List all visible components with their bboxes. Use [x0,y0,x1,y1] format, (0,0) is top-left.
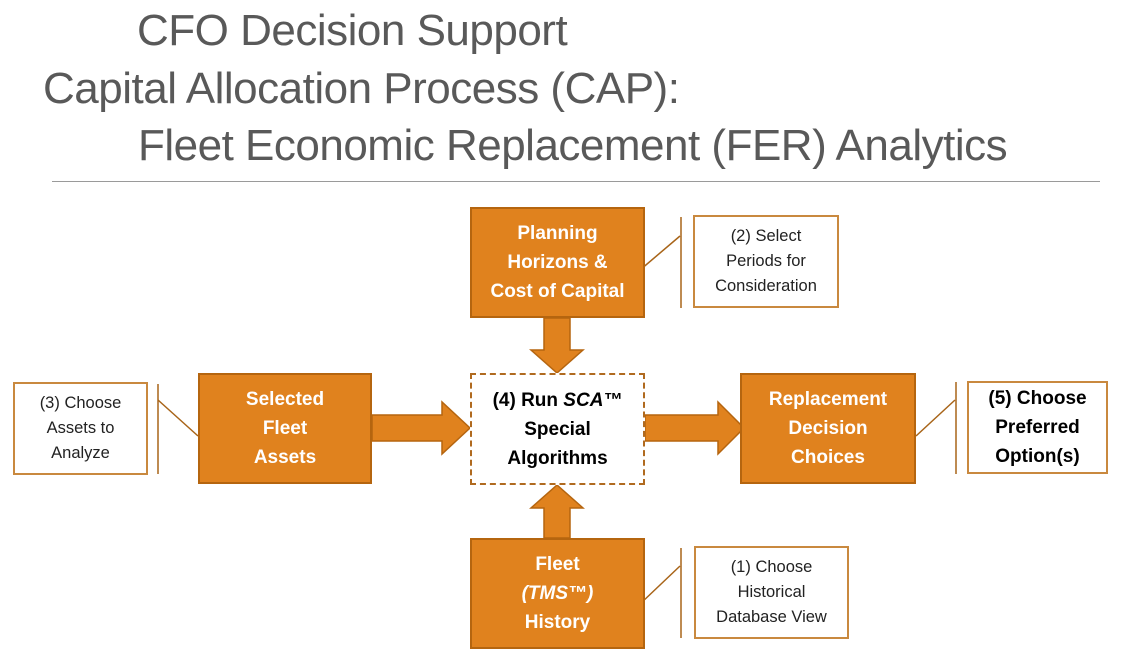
run-sca-line3: Algorithms [507,447,608,469]
selected-fleet-assets-label: Selected Fleet Assets [245,389,325,468]
select-periods-callout: (2) Select Periods for Consideration [693,215,839,308]
title-line-3: Fleet Economic Replacement (FER) Analyti… [138,121,1008,170]
title-divider [52,181,1100,182]
fleet-history-line2: (TMS™) [521,583,594,604]
run-sca-prefix: (4) Run [492,389,564,411]
choose-preferred-callout: (5) Choose Preferred Option(s) [967,381,1108,474]
run-sca-italic: SCA™ [563,389,623,411]
choose-assets-text: (3) Choose Assets to Analyze [39,394,122,462]
replacement-decision-label: Replacement Decision Choices [768,389,888,468]
title-line-2: Capital Allocation Process (CAP): [43,64,680,113]
replacement-decision-box: Replacement Decision Choices [740,373,916,484]
fleet-history-line3: History [524,612,591,633]
planning-horizons-box: Planning Horizons & Cost of Capital [470,207,645,318]
select-periods-text: (2) Select Periods for Consideration [715,227,817,295]
fleet-history-line1: Fleet [535,554,580,575]
arrow-planning-to-center [529,317,585,375]
selected-fleet-assets-box: Selected Fleet Assets [198,373,372,484]
connector-choose-historical [639,565,681,605]
title-line-1: CFO Decision Support [137,6,568,55]
arrow-history-to-center [529,483,585,539]
connector-choose-assets [157,399,199,437]
choose-assets-callout: (3) Choose Assets to Analyze [13,382,148,475]
fleet-history-box: Fleet (TMS™) History [470,538,645,649]
run-sca-box: (4) Run SCA™ Special Algorithms [470,373,645,485]
connector-select-periods [639,235,681,271]
choose-historical-callout: (1) Choose Historical Database View [694,546,849,639]
run-sca-line1: (4) Run SCA™ [493,386,623,415]
planning-horizons-label: Planning Horizons & Cost of Capital [490,223,625,302]
arrow-selected-to-center [371,400,472,456]
arrow-center-to-replacement [644,400,746,456]
choose-preferred-text: (5) Choose Preferred Option(s) [988,388,1087,467]
run-sca-line2: Special [524,418,591,440]
connector-choose-preferred [915,399,956,437]
choose-historical-text: (1) Choose Historical Database View [716,558,827,626]
